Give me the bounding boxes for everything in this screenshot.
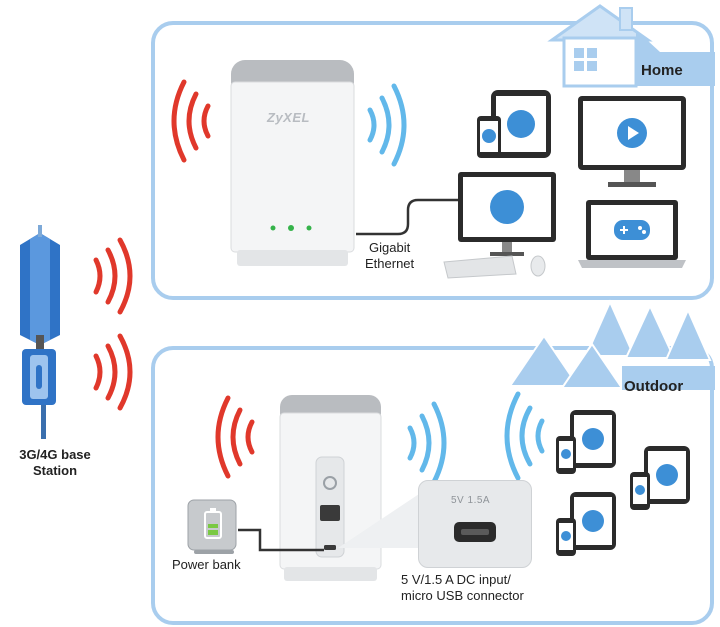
dc-input-label-line1: 5 V/1.5 A DC input/ (401, 572, 511, 587)
router-body-icon (230, 60, 355, 266)
micro-usb-port-icon (454, 522, 496, 542)
outdoor-router (278, 395, 383, 585)
home-router: ZyXEL (229, 60, 356, 270)
base-station-label: 3G/4G base Station (0, 447, 110, 479)
trees-tents-icon (508, 299, 715, 390)
power-bank-label: Power bank (172, 557, 241, 572)
outdoor-zone-label: Outdoor (624, 378, 684, 395)
power-bank-icon (187, 499, 237, 554)
connection-label-line1: Gigabit (369, 240, 411, 255)
outdoor-wifi-signal-icon-near (407, 401, 447, 485)
base-station: 3G/4G base Station (0, 225, 120, 485)
outdoor-tablet-phone-icon-2 (630, 446, 690, 510)
connection-label-line2: Ethernet (365, 256, 415, 271)
usb-cable-icon (238, 528, 324, 552)
dc-input-label-line2: micro USB connector (401, 588, 524, 603)
home-tv-icon (578, 96, 686, 187)
base-station-lower-signal-icon (93, 333, 133, 411)
outdoor-cellular-signal-icon (215, 395, 255, 479)
home-desktop-computer-icon (443, 172, 556, 279)
home-zone-label: Home (641, 62, 683, 79)
outdoor-tablet-phone-icon-3 (556, 492, 616, 556)
home-tablet-phone-icon (477, 90, 551, 158)
ethernet-cable-icon (356, 198, 460, 236)
outdoor-wifi-signal-icon-far (504, 391, 545, 481)
port-zoom-callout-lines (338, 488, 428, 548)
home-cellular-signal-icon (171, 79, 211, 163)
router-back-panel-icon (279, 395, 382, 581)
house-icon (547, 4, 715, 88)
outdoor-tablet-phone-icon-1 (556, 410, 616, 474)
base-station-upper-signal-icon (93, 237, 133, 315)
home-wifi-signal-icon (367, 83, 407, 167)
port-zoom-callout: 5V 1.5A (418, 480, 532, 568)
router-brand-logo: ZyXEL (267, 110, 310, 125)
base-station-label-line1: 3G/4G base (19, 447, 91, 462)
gigabit-ethernet-label: Gigabit Ethernet (365, 240, 414, 272)
port-marking-text: 5V 1.5A (451, 495, 491, 506)
dc-input-label: 5 V/1.5 A DC input/ micro USB connector (401, 572, 524, 604)
base-station-antenna-icon (20, 225, 60, 439)
base-station-label-line2: Station (32, 463, 78, 478)
home-laptop-gaming-icon (578, 200, 686, 268)
